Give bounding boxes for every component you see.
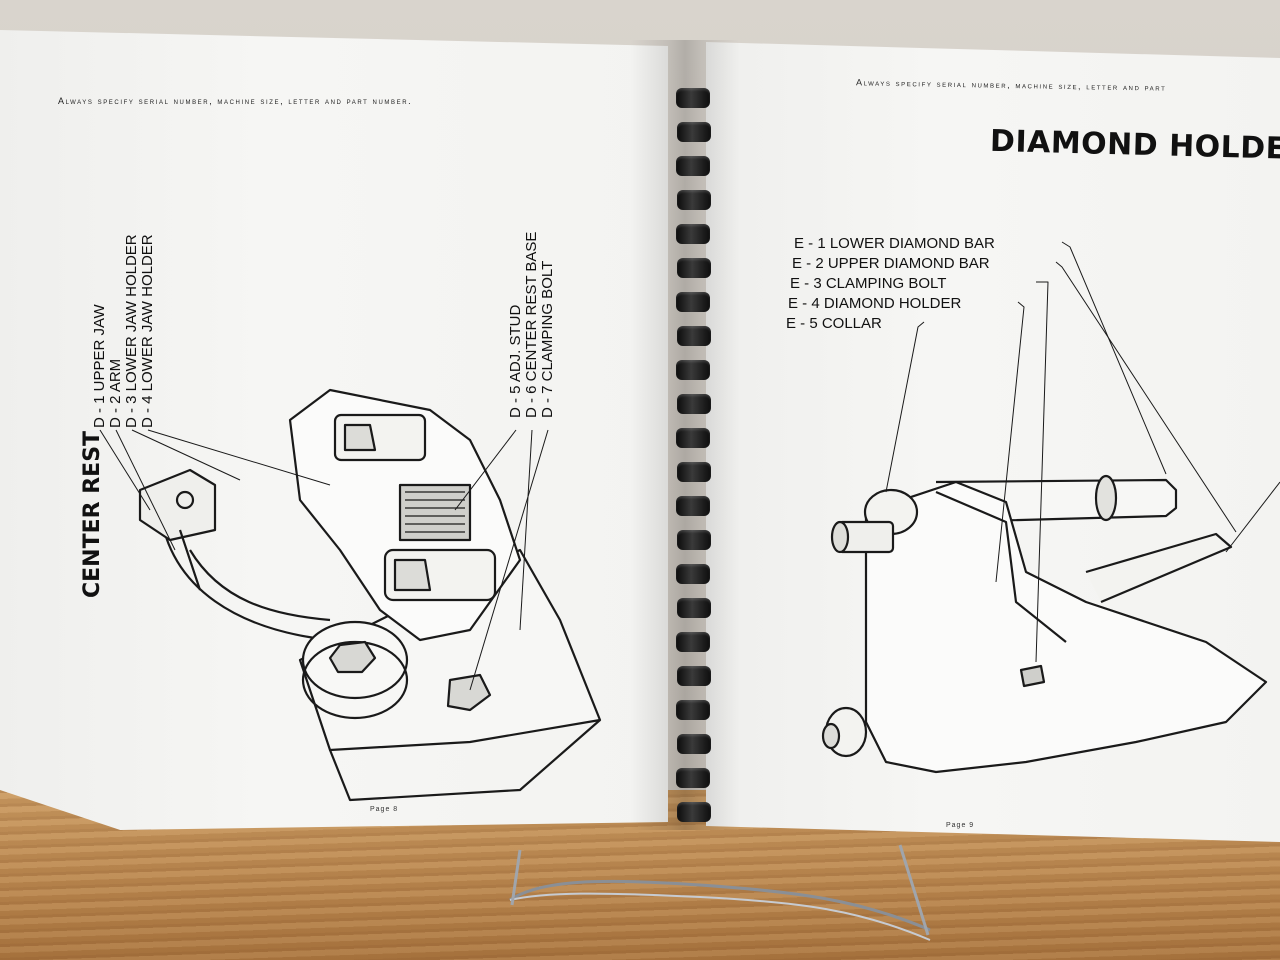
center-rest-drawing: [99, 388, 602, 802]
label-e5: E - 5 COLLAR: [786, 315, 882, 332]
binding-coil: [677, 666, 711, 686]
label-e4: E - 4 DIAMOND HOLDER: [788, 295, 962, 312]
binding-coil: [676, 768, 710, 788]
binding-coil: [677, 190, 711, 210]
left-page-number: Page 8: [370, 806, 399, 813]
binding-coil: [676, 632, 710, 652]
binding-coil: [677, 462, 711, 482]
binding-coil: [676, 292, 710, 312]
label-e2: E - 2 UPPER DIAMOND BAR: [792, 255, 990, 272]
binding-coil: [676, 428, 710, 448]
binding-coil: [677, 326, 711, 346]
binding-coil: [676, 700, 710, 720]
binding-coil: [677, 530, 711, 550]
binding-coil: [677, 598, 711, 618]
right-page: Always specify serial number, machine si…: [706, 42, 1280, 842]
binding-coil: [677, 122, 711, 142]
binding-coil: [676, 496, 710, 516]
binding-coil: [677, 258, 711, 278]
binding-coil: [677, 734, 711, 754]
right-page-number: Page 9: [946, 822, 975, 829]
binding-coil: [676, 156, 710, 176]
label-e1: E - 1 LOWER DIAMOND BAR: [794, 235, 995, 252]
left-spec-line: Always specify serial number, machine si…: [58, 96, 413, 106]
binding-coil: [677, 394, 711, 414]
left-page: Always specify serial number, machine si…: [0, 30, 668, 830]
label-e3: E - 3 CLAMPING BOLT: [790, 275, 947, 292]
binding-coil: [676, 360, 710, 380]
binding-coil: [676, 224, 710, 244]
binding-coil: [676, 88, 710, 108]
diamond-holder-drawing: [821, 241, 1280, 774]
binding-coil: [676, 564, 710, 584]
binding-coil: [677, 802, 711, 822]
